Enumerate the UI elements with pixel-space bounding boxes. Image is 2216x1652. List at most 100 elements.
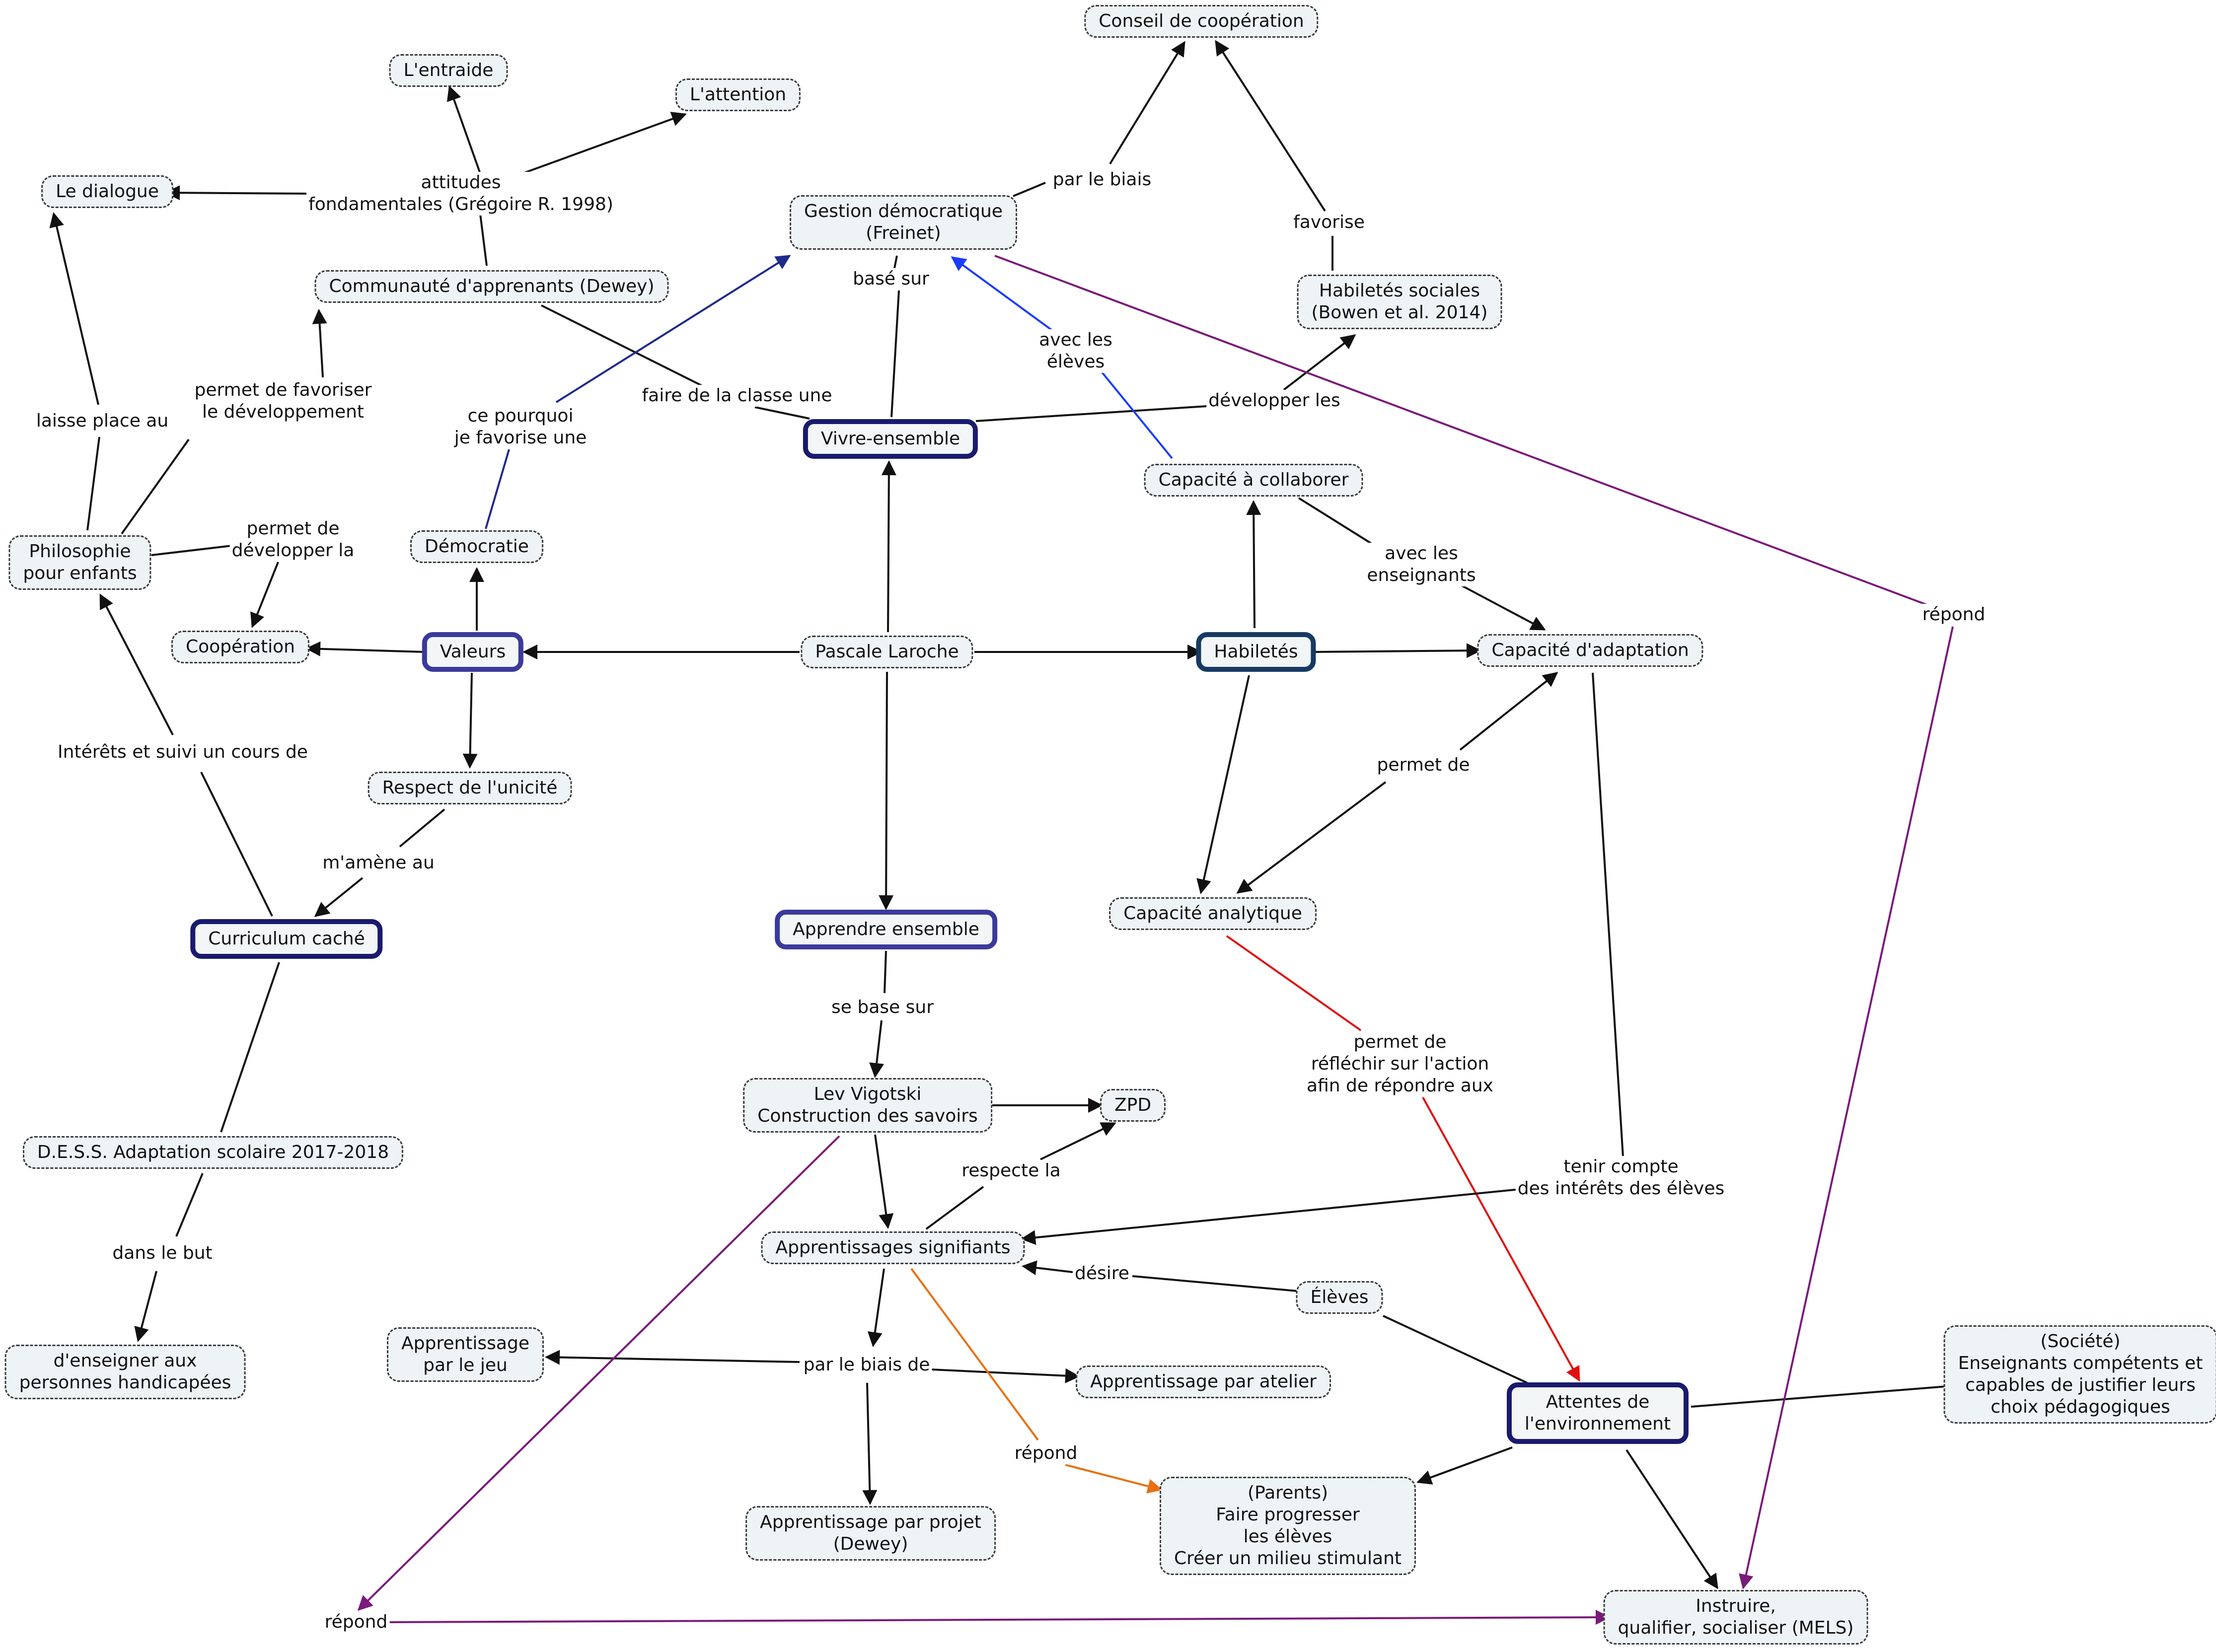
edge-communaute-faire (541, 304, 711, 391)
link-label-respecte: respecte la (960, 1160, 1063, 1182)
link-label-repond-orange: répond (1012, 1442, 1080, 1464)
concept-lev-vigotski[interactable]: Lev Vigotski Construction des savoirs (743, 1078, 992, 1133)
link-label-se-base: se base sur (829, 997, 936, 1018)
concept-apprentissage-atelier[interactable]: Apprentissage par atelier (1076, 1365, 1331, 1398)
edge-interets-philo (99, 593, 174, 735)
link-label-amene: m'amène au (320, 852, 437, 874)
link-label-permet-favoriser: permet de favoriser le développement (192, 379, 374, 423)
edge-collaborer-aveceleves (1099, 369, 1173, 459)
concept-curriculum-cache[interactable]: Curriculum caché (190, 919, 383, 959)
edge-valeurs-cooperation (305, 641, 425, 656)
link-label-avec-enseignants: avec les enseignants (1365, 543, 1478, 586)
edge-apprendre-sebase (884, 950, 887, 994)
concept-societe[interactable]: (Société) Enseignants compétents et capa… (1943, 1325, 2216, 1424)
concept-capacite-collaborer[interactable]: Capacité à collaborer (1144, 464, 1363, 497)
edge-attentes-societe (1691, 1385, 1947, 1408)
edge-eleves-desire (1132, 1275, 1298, 1292)
edge-vigotski-repondbottom (357, 1135, 840, 1611)
edge-signifiants-respecte (925, 1186, 984, 1230)
edge-parbiaisde-jeu (545, 1350, 800, 1365)
edge-vigotski-signifiants (874, 1134, 894, 1229)
link-label-permet-reflechir: permet de réfléchir sur l'action afin de… (1305, 1031, 1495, 1097)
edge-permetde-adaptation (1459, 672, 1558, 751)
concept-entraide[interactable]: L'entraide (389, 54, 508, 87)
edge-attentes-parents (1416, 1446, 1513, 1485)
concept-valeurs[interactable]: Valeurs (422, 632, 524, 672)
link-label-favorise: favorise (1291, 212, 1367, 233)
concept-cooperation[interactable]: Coopération (171, 631, 310, 663)
concept-apprentissages-signifiants[interactable]: Apprentissages signifiants (761, 1231, 1025, 1264)
edge-gestion-parbiais (1013, 182, 1046, 197)
edge-parbiais-conseil (1109, 41, 1185, 165)
concept-conseil-cooperation[interactable]: Conseil de coopération (1084, 5, 1319, 38)
link-label-par-le-biais: par le biais (1050, 169, 1154, 191)
concept-eleves[interactable]: Élèves (1296, 1281, 1383, 1314)
concept-apprentissage-jeu[interactable]: Apprentissage par le jeu (387, 1327, 544, 1382)
edge-signifiants-parbiaisde (867, 1268, 885, 1347)
edge-developper-habsoc (1283, 334, 1356, 391)
concept-dialogue[interactable]: Le dialogue (41, 175, 173, 208)
edge-philo-permetfav (121, 438, 190, 535)
link-label-repond-bottom: répond (322, 1611, 390, 1633)
concept-democratie[interactable]: Démocratie (410, 530, 543, 563)
concept-attention[interactable]: L'attention (675, 78, 801, 111)
concept-communaute-apprenants[interactable]: Communauté d'apprenants (Dewey) (314, 270, 669, 303)
concept-dess[interactable]: D.E.S.S. Adaptation scolaire 2017-2018 (22, 1136, 404, 1169)
concept-capacite-analytique[interactable]: Capacité analytique (1109, 897, 1317, 930)
edge-attitudes-attention (521, 112, 687, 175)
edge-vivre-developper (975, 405, 1207, 422)
link-label-dans-le-but: dans le but (110, 1242, 215, 1264)
edge-attitudes-dialogue (165, 185, 311, 201)
edge-permetdev-cooperation (250, 562, 279, 628)
edge-habiletes-analytique (1196, 675, 1250, 894)
concept-apprentissage-projet[interactable]: Apprentissage par projet (Dewey) (745, 1506, 996, 1561)
edge-respect-amene (399, 808, 445, 848)
concept-respect-unicite[interactable]: Respect de l'unicité (368, 772, 572, 804)
concept-habiletes[interactable]: Habiletés (1196, 632, 1316, 672)
edge-pascale-apprendre (879, 671, 894, 910)
edge-permetde-analytique (1236, 781, 1387, 894)
edge-desire-signifiants (1022, 1260, 1073, 1276)
concept-vivre-ensemble[interactable]: Vivre-ensemble (803, 419, 978, 459)
edge-parbiaisde-projet (862, 1382, 878, 1505)
concept-zpd[interactable]: ZPD (1100, 1089, 1166, 1122)
edge-permetfav-communaute (312, 309, 327, 378)
link-label-permet-de: permet de (1375, 754, 1472, 776)
edge-avecens-adaptation (1457, 582, 1546, 631)
link-label-ce-pourquoi: ce pourquoi je favorise une (452, 405, 589, 449)
edge-laisse-dialogue (49, 212, 99, 405)
concept-apprendre-ensemble[interactable]: Apprendre ensemble (775, 910, 997, 949)
edge-cepourquoi-gestion (555, 255, 791, 403)
edge-eleves-attentes (1383, 1315, 1528, 1384)
edge-gestion-repondright (994, 255, 1927, 606)
concept-pascale-laroche[interactable]: Pascale Laroche (801, 636, 973, 668)
link-label-developper-les: développer les (1206, 390, 1342, 412)
concept-instruire[interactable]: Instruire, qualifier, socialiser (MELS) (1603, 1590, 1868, 1645)
edge-pascale-vivre (881, 460, 896, 633)
edge-dess-danslebut (175, 1173, 204, 1237)
concept-parents[interactable]: (Parents) Faire progresser les élèves Cr… (1160, 1477, 1416, 1575)
concept-gestion-democratique[interactable]: Gestion démocratique (Freinet) (790, 195, 1017, 250)
concept-habiletes-sociales[interactable]: Habiletés sociales (Bowen et al. 2014) (1297, 275, 1502, 329)
edge-base-vivre (890, 290, 900, 418)
edge-democratie-cepourquoi (485, 449, 510, 529)
link-label-base-sur: basé sur (851, 268, 931, 290)
concept-philosophie-enfants[interactable]: Philosophie pour enfants (8, 535, 151, 590)
edge-communaute-attitudes (478, 206, 488, 266)
edge-valeurs-respect (462, 672, 478, 769)
edge-repondorange-parents (1065, 1464, 1163, 1494)
link-label-interets: Intérêts et suivi un cours de (56, 741, 310, 763)
concept-capacite-adaptation[interactable]: Capacité d'adaptation (1477, 634, 1703, 667)
edge-sebase-vigotski (869, 1020, 884, 1078)
concept-enseigner-handicapees[interactable]: d'enseigner aux personnes handicapées (4, 1345, 246, 1399)
edge-permetreflechir-attentes (1422, 1097, 1580, 1382)
link-label-par-biais-de: par le biais de (801, 1354, 932, 1376)
edge-amene-curriculum (314, 877, 364, 917)
concept-attentes-environnement[interactable]: Attentes de l'environnement (1506, 1382, 1689, 1444)
edge-danslebut-enseigner (134, 1271, 157, 1342)
edge-repondbottom-instruire (387, 1610, 1611, 1625)
link-label-desire: désire (1073, 1263, 1131, 1285)
edge-habiletes-collaborer (1246, 500, 1261, 629)
